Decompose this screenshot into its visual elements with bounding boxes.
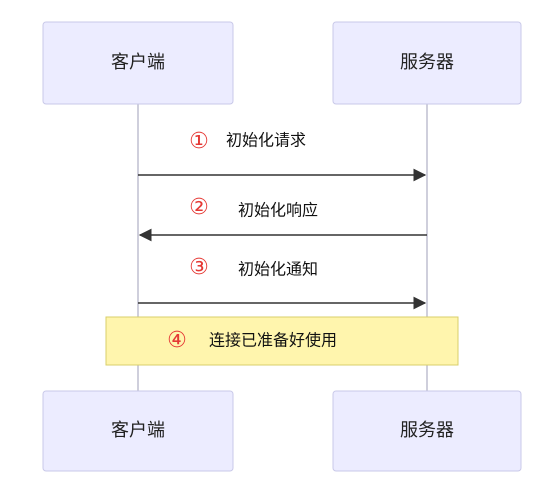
message-2-number: ② — [189, 195, 209, 220]
server-actor-bottom — [332, 390, 522, 472]
client-actor-bottom — [42, 390, 234, 472]
server-actor-top-label: 服务器 — [400, 52, 454, 73]
note-label: 连接已准备好使用 — [209, 331, 337, 350]
note-number: ④ — [167, 328, 187, 353]
client-actor-top-label: 客户端 — [111, 52, 165, 73]
message-1-number: ① — [189, 129, 209, 154]
message-3-label: 初始化通知 — [238, 260, 318, 279]
message-3-number: ③ — [189, 255, 209, 280]
server-actor-bottom-label: 服务器 — [400, 420, 454, 441]
server-actor-top — [332, 21, 522, 105]
client-actor-bottom-label: 客户端 — [111, 420, 165, 441]
message-1-label: 初始化请求 — [226, 131, 306, 150]
connection-ready-note — [105, 316, 459, 366]
client-actor-top — [42, 21, 234, 105]
message-2-label: 初始化响应 — [238, 201, 318, 220]
